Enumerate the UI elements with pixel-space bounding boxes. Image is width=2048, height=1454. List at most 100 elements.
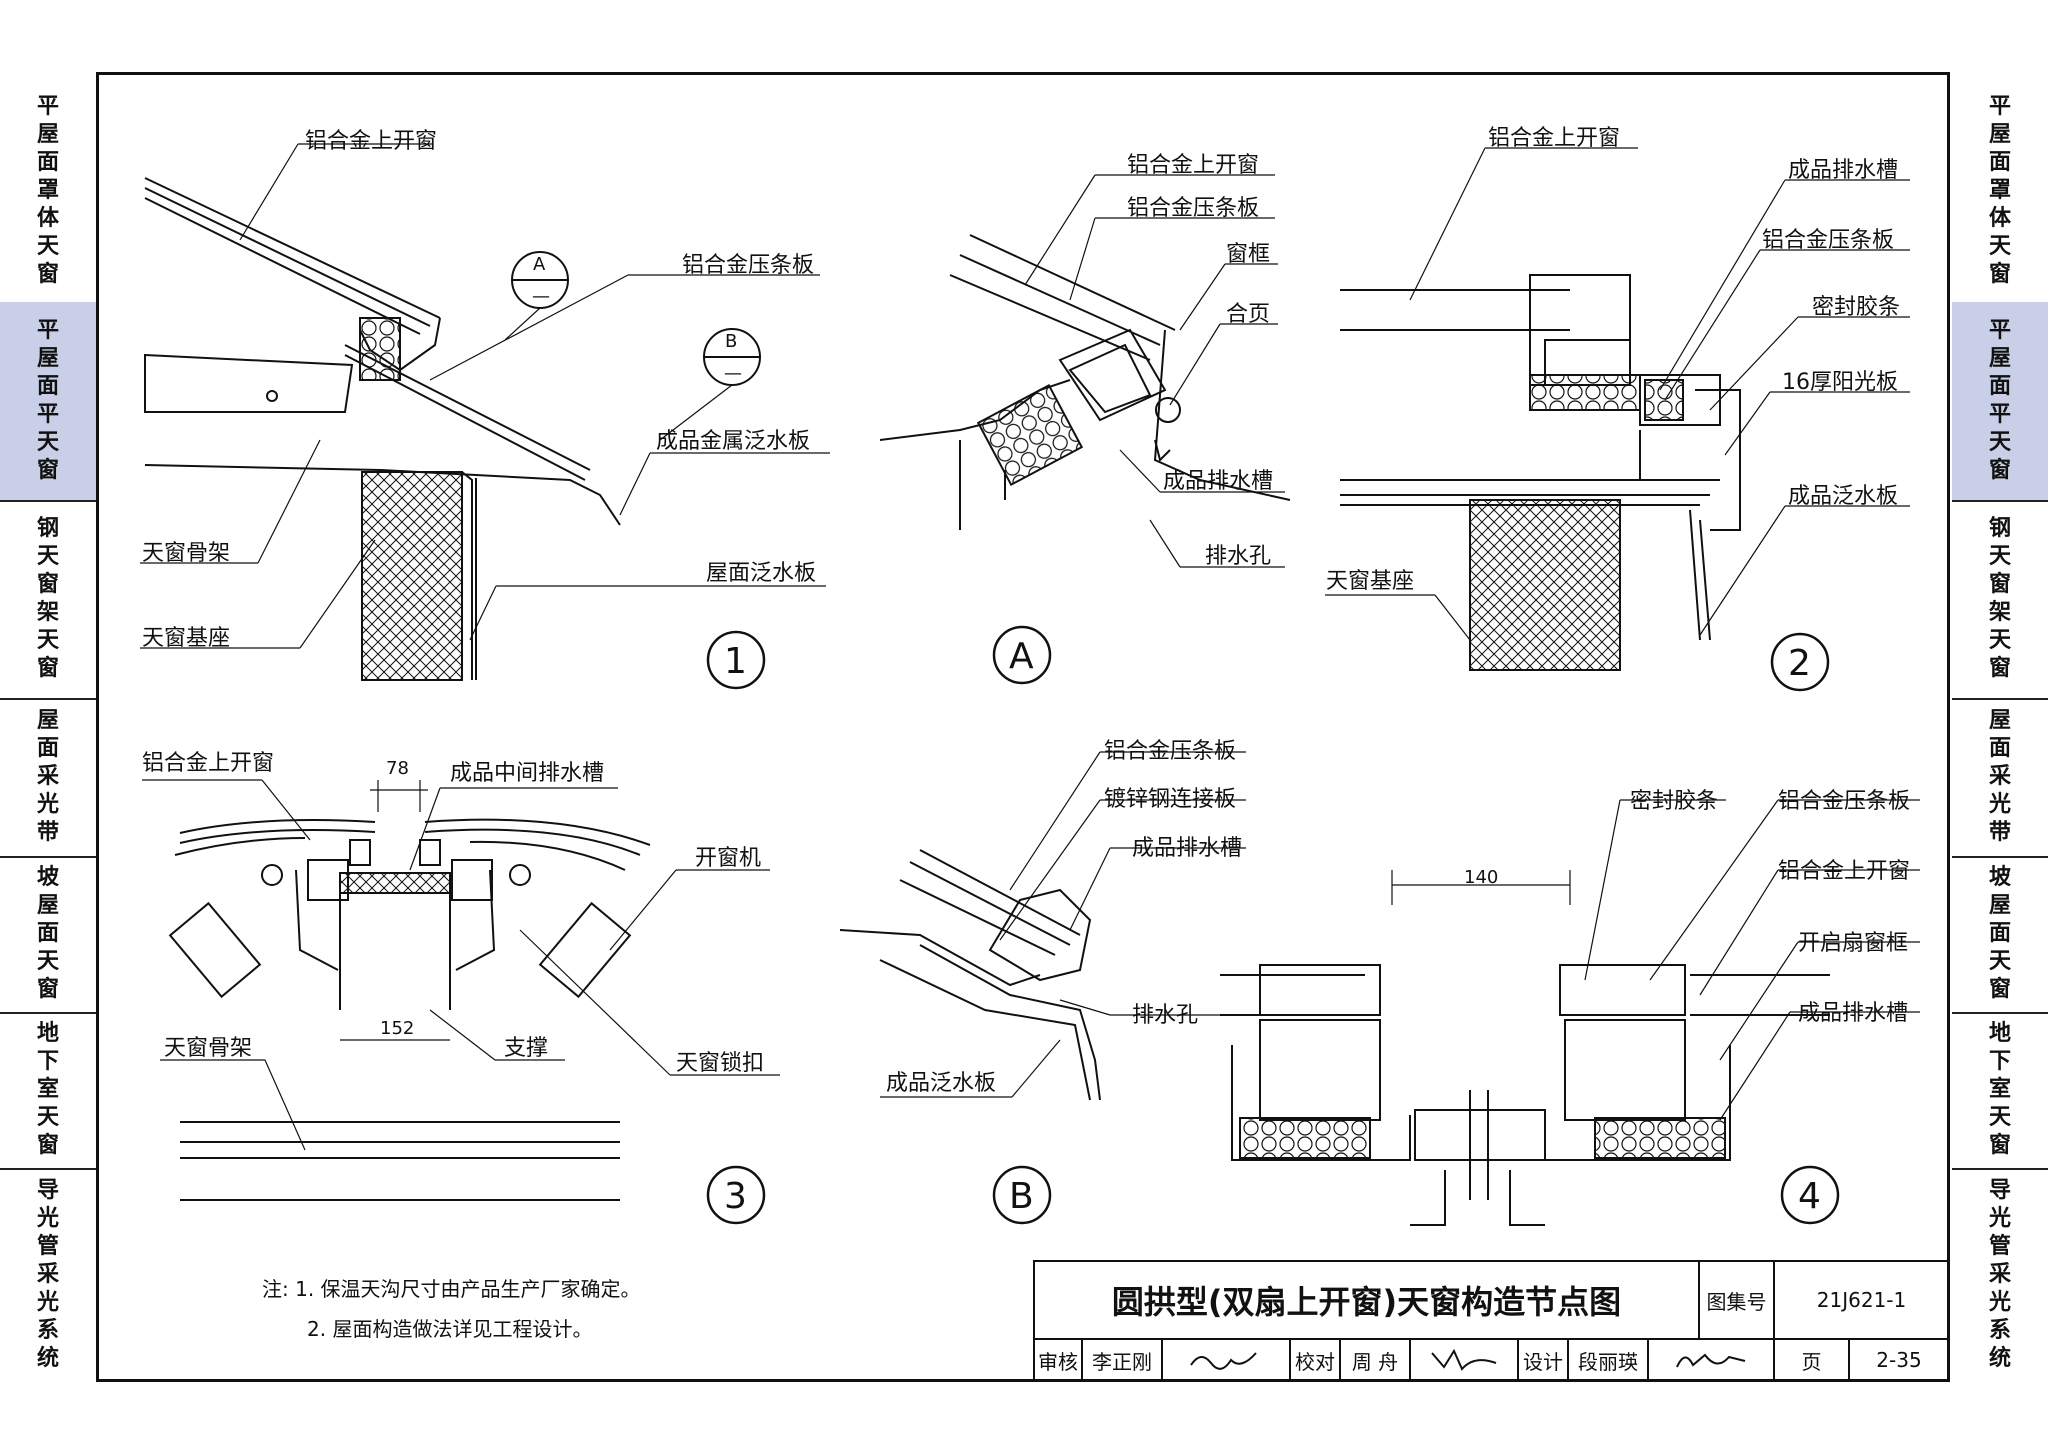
label: 铝合金压条板 [1104, 739, 1236, 764]
label: 成品金属泛水板 [656, 429, 810, 454]
label: 铝合金压条板 [1762, 228, 1894, 253]
tab-label: 导光管采光系统 [1988, 1178, 2011, 1371]
detail-number: 3 [724, 1176, 747, 1217]
page-label: 页 [1773, 1338, 1850, 1382]
tab-label: 钢天窗架天窗 [36, 516, 59, 681]
label: 屋面泛水板 [706, 561, 816, 586]
tab-label: 地下室天窗 [36, 1021, 59, 1158]
label: 天窗骨架 [164, 1036, 252, 1061]
tab-basement-skylight[interactable]: 地下室天窗 [1952, 1012, 2048, 1170]
tab-label: 平屋面罩体天窗 [1988, 94, 2011, 287]
label: 成品中间排水槽 [450, 761, 604, 786]
detail-number: B [1009, 1176, 1034, 1217]
tab-basement-skylight[interactable]: 地下室天窗 [0, 1012, 96, 1170]
label: 成品排水槽 [1132, 836, 1242, 861]
label: 排水孔 [1132, 1003, 1198, 1028]
tab-flat-roof-flat-skylight[interactable]: 平屋面平天窗 [0, 302, 96, 502]
tab-label: 钢天窗架天窗 [1988, 516, 2011, 681]
tab-flat-roof-cover-skylight[interactable]: 平屋面罩体天窗 [0, 80, 96, 304]
label: 合页 [1226, 302, 1270, 327]
notes-prefix: 注: [262, 1277, 289, 1301]
tab-light-pipe-system[interactable]: 导光管采光系统 [0, 1168, 96, 1382]
check-label: 校对 [1289, 1338, 1341, 1382]
label: 密封胶条 [1630, 789, 1718, 814]
labels-detail-4: 密封胶条 铝合金压条板 铝合金上开窗 开启扇窗框 成品排水槽 140 4 [1464, 789, 1910, 1217]
label: 成品泛水板 [1788, 484, 1898, 509]
tab-label: 屋面采光带 [36, 708, 59, 845]
label: 成品排水槽 [1163, 469, 1273, 494]
title-block: 圆拱型(双扇上开窗)天窗构造节点图 图集号 21J621-1 审核 李正刚 校对… [1033, 1260, 1950, 1382]
label: 16厚阳光板 [1782, 370, 1898, 395]
tab-label: 坡屋面天窗 [1988, 865, 2011, 1002]
detail-number: 1 [724, 641, 747, 682]
detail-3 [142, 779, 780, 1225]
signature-mark [1431, 1348, 1497, 1371]
tab-label: 导光管采光系统 [36, 1178, 59, 1371]
tab-label: 平屋面平天窗 [1988, 318, 2011, 483]
labels-detail-3: 铝合金上开窗 成品中间排水槽 开窗机 天窗骨架 支撑 天窗锁扣 78 152 3 [142, 751, 764, 1217]
signature-mark [1676, 1353, 1746, 1368]
dimension: 152 [380, 1018, 414, 1039]
label: 天窗基座 [142, 626, 230, 651]
label: 铝合金压条板 [1778, 789, 1910, 814]
checker-signature [1409, 1338, 1519, 1382]
detail-number: A [1009, 636, 1034, 677]
tab-light-pipe-system[interactable]: 导光管采光系统 [1952, 1168, 2048, 1382]
detail-number: 2 [1788, 643, 1811, 684]
designer-signature [1647, 1338, 1775, 1382]
label: 开启扇窗框 [1798, 931, 1908, 956]
callout-b-letter: B [725, 331, 737, 352]
atlas-number: 21J621-1 [1773, 1260, 1950, 1340]
reviewer-name: 李正刚 [1081, 1338, 1163, 1382]
note-line-2: 2. 屋面构造做法详见工程设计。 [307, 1317, 593, 1341]
label: 铝合金上开窗 [1778, 859, 1910, 884]
labels-detail-b: 铝合金压条板 镀锌钢连接板 成品排水槽 排水孔 成品泛水板 B [886, 739, 1242, 1217]
tab-label: 平屋面罩体天窗 [36, 94, 59, 287]
label: 铝合金上开窗 [1127, 153, 1259, 178]
labels-detail-2: 铝合金上开窗 成品排水槽 铝合金压条板 密封胶条 16厚阳光板 成品泛水板 天窗… [1326, 126, 1900, 684]
tab-steel-frame-skylight[interactable]: 钢天窗架天窗 [0, 500, 96, 700]
label: 铝合金压条板 [1127, 196, 1259, 221]
tab-label: 坡屋面天窗 [36, 865, 59, 1002]
label: 支撑 [504, 1036, 548, 1061]
callout-a-dash: — [532, 286, 550, 307]
tab-roof-daylight-strip[interactable]: 屋面采光带 [0, 698, 96, 858]
tab-flat-roof-flat-skylight[interactable]: 平屋面平天窗 [1952, 302, 2048, 502]
label: 排水孔 [1205, 544, 1271, 569]
tab-label: 屋面采光带 [1988, 708, 2011, 845]
label: 铝合金压条板 [682, 253, 814, 278]
tab-flat-roof-cover-skylight[interactable]: 平屋面罩体天窗 [1952, 80, 2048, 304]
tab-pitched-roof-skylight[interactable]: 坡屋面天窗 [0, 856, 96, 1014]
tab-label: 地下室天窗 [1988, 1021, 2011, 1158]
note-line-1: 1. 保温天沟尺寸由产品生产厂家确定。 [295, 1277, 641, 1301]
detail-2 [1325, 147, 1910, 692]
dimension: 140 [1464, 867, 1498, 888]
label: 镀锌钢连接板 [1104, 787, 1236, 812]
drawing-frame [96, 72, 1950, 1382]
detail-number: 4 [1798, 1176, 1821, 1217]
dimension: 78 [386, 758, 409, 779]
tab-steel-frame-skylight[interactable]: 钢天窗架天窗 [1952, 500, 2048, 700]
label: 天窗基座 [1326, 569, 1414, 594]
detail-b [839, 751, 1246, 1225]
label: 成品排水槽 [1788, 158, 1898, 183]
tab-pitched-roof-skylight[interactable]: 坡屋面天窗 [1952, 856, 2048, 1014]
label: 成品排水槽 [1798, 1001, 1908, 1026]
note-line-2-wrap: 2. 屋面构造做法详见工程设计。 [307, 1313, 592, 1342]
labels-detail-1: 铝合金上开窗 铝合金压条板 成品金属泛水板 天窗骨架 屋面泛水板 天窗基座 A … [142, 129, 816, 682]
label: 开窗机 [695, 846, 761, 871]
designer-name: 段丽瑛 [1567, 1338, 1649, 1382]
detail-4 [1220, 799, 1920, 1226]
review-label: 审核 [1033, 1338, 1083, 1382]
drawing-title: 圆拱型(双扇上开窗)天窗构造节点图 [1033, 1260, 1700, 1340]
label: 天窗骨架 [142, 541, 230, 566]
checker-name: 周 舟 [1339, 1338, 1411, 1382]
tab-roof-daylight-strip[interactable]: 屋面采光带 [1952, 698, 2048, 858]
reviewer-signature [1161, 1338, 1291, 1382]
labels-detail-a: 铝合金上开窗 铝合金压条板 窗框 合页 成品排水槽 排水孔 A [1009, 153, 1273, 677]
label: 成品泛水板 [886, 1071, 996, 1096]
detail-1 [140, 143, 830, 690]
signature-mark [1190, 1352, 1257, 1370]
page-number: 2-35 [1848, 1338, 1950, 1382]
callout-a-letter: A [533, 254, 546, 275]
